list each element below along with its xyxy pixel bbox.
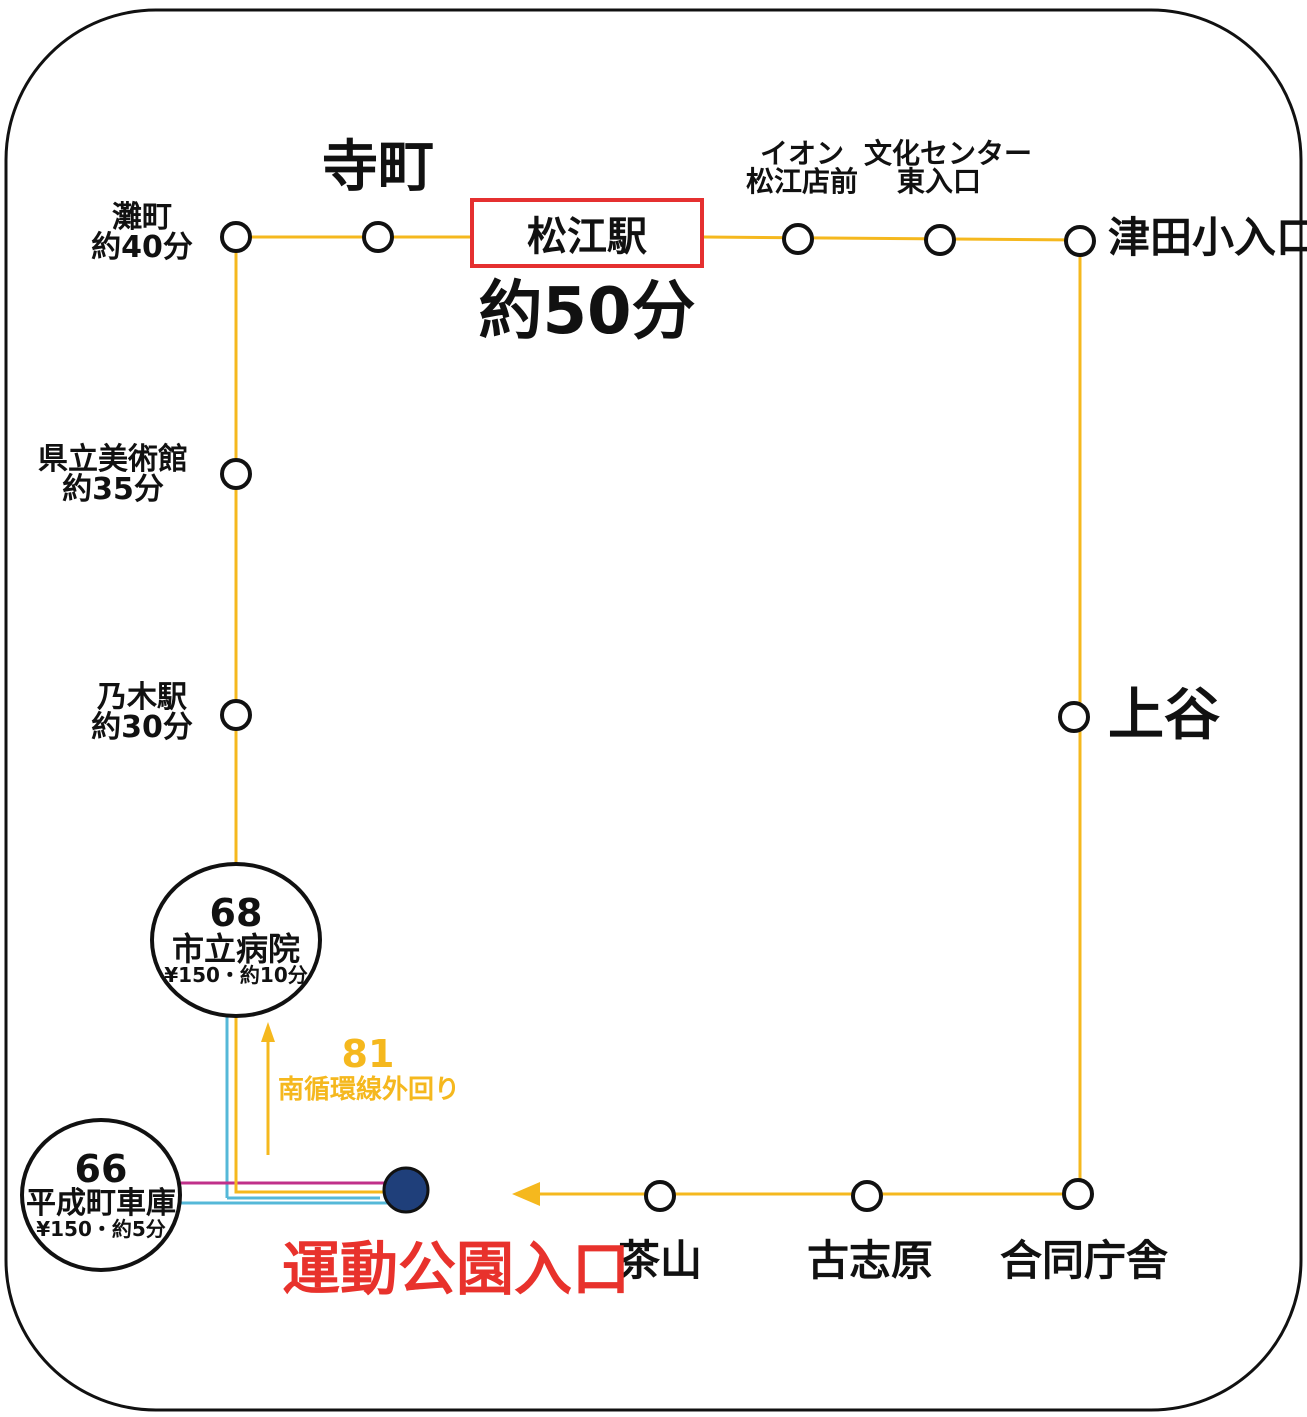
teramachi-label: 寺町 bbox=[322, 135, 434, 200]
kenritsu-name: 県立美術館 bbox=[38, 442, 188, 477]
hub-heiseicho[interactable]: 66 平成町車庫 ¥150・約5分 bbox=[20, 1118, 182, 1272]
stop-godo[interactable] bbox=[1062, 1178, 1094, 1210]
bunka-center-label: 文化センター 東入口 bbox=[864, 137, 1033, 198]
matsue-station-time: 約50分 bbox=[478, 275, 696, 349]
stop-chayama[interactable] bbox=[644, 1180, 676, 1212]
stop-nadamachi[interactable] bbox=[220, 221, 252, 253]
hub-68-fare: ¥150・約10分 bbox=[164, 963, 308, 988]
nogi-name: 乃木駅 bbox=[97, 680, 187, 715]
chayama-label: 茶山 bbox=[617, 1236, 702, 1285]
stop-teramachi[interactable] bbox=[362, 221, 394, 253]
nadamachi-name: 灘町 bbox=[112, 200, 172, 235]
hub-shiritsu-byoin[interactable]: 68 市立病院 ¥150・約10分 bbox=[150, 862, 322, 1018]
stop-koshibara[interactable] bbox=[851, 1180, 883, 1212]
stop-tsuda[interactable] bbox=[1064, 225, 1096, 257]
matsue-station-label: 松江駅 bbox=[527, 214, 647, 260]
nadamachi-label: 灘町 約40分 bbox=[82, 203, 202, 263]
hub-66-name: 平成町車庫 bbox=[26, 1185, 176, 1221]
route-line-bottom-left bbox=[234, 1015, 405, 1194]
route-number: 81 bbox=[341, 1032, 395, 1076]
map-frame bbox=[4, 8, 1303, 1412]
stop-aeon[interactable] bbox=[782, 223, 814, 255]
kamiya-label: 上谷 bbox=[1108, 683, 1220, 748]
stop-nogi[interactable] bbox=[220, 699, 252, 731]
current-stop-marker[interactable] bbox=[382, 1166, 430, 1214]
stop-bunka-center[interactable] bbox=[924, 224, 956, 256]
hub-66-number: 66 bbox=[74, 1147, 128, 1192]
tsuda-label: 津田小入口 bbox=[1108, 213, 1307, 262]
undo-koen-label: 運動公園入口 bbox=[282, 1235, 631, 1303]
nogi-time: 約30分 bbox=[91, 710, 193, 745]
koshibara-label: 古志原 bbox=[806, 1236, 933, 1285]
matsue-station-box[interactable]: 松江駅 bbox=[470, 198, 704, 268]
route-name: 南循環線外回り bbox=[278, 1075, 461, 1105]
bunka-center-line2: 東入口 bbox=[896, 165, 981, 198]
aeon-line2: 松江店前 bbox=[745, 165, 858, 198]
kenritsu-label: 県立美術館 約35分 bbox=[18, 445, 208, 505]
nogi-label: 乃木駅 約30分 bbox=[82, 683, 202, 743]
aeon-line1: イオン bbox=[759, 137, 844, 170]
stop-kenritsu[interactable] bbox=[220, 458, 252, 490]
direction-arrow-left bbox=[512, 1182, 540, 1206]
hub-66-fare: ¥150・約5分 bbox=[36, 1217, 166, 1242]
stop-kamiya[interactable] bbox=[1058, 701, 1090, 733]
kenritsu-time: 約35分 bbox=[62, 472, 164, 507]
aeon-label: イオン 松江店前 bbox=[732, 140, 872, 196]
direction-arrow-up-head bbox=[261, 1022, 275, 1042]
bunka-center-line1: 文化センター bbox=[864, 137, 1033, 170]
hub-68-number: 68 bbox=[209, 891, 263, 936]
route-label: 81 南循環線外回り bbox=[278, 1032, 461, 1105]
hub-68-name: 市立病院 bbox=[171, 929, 300, 968]
godo-label: 合同庁舎 bbox=[1000, 1236, 1169, 1285]
nadamachi-time: 約40分 bbox=[91, 230, 193, 265]
